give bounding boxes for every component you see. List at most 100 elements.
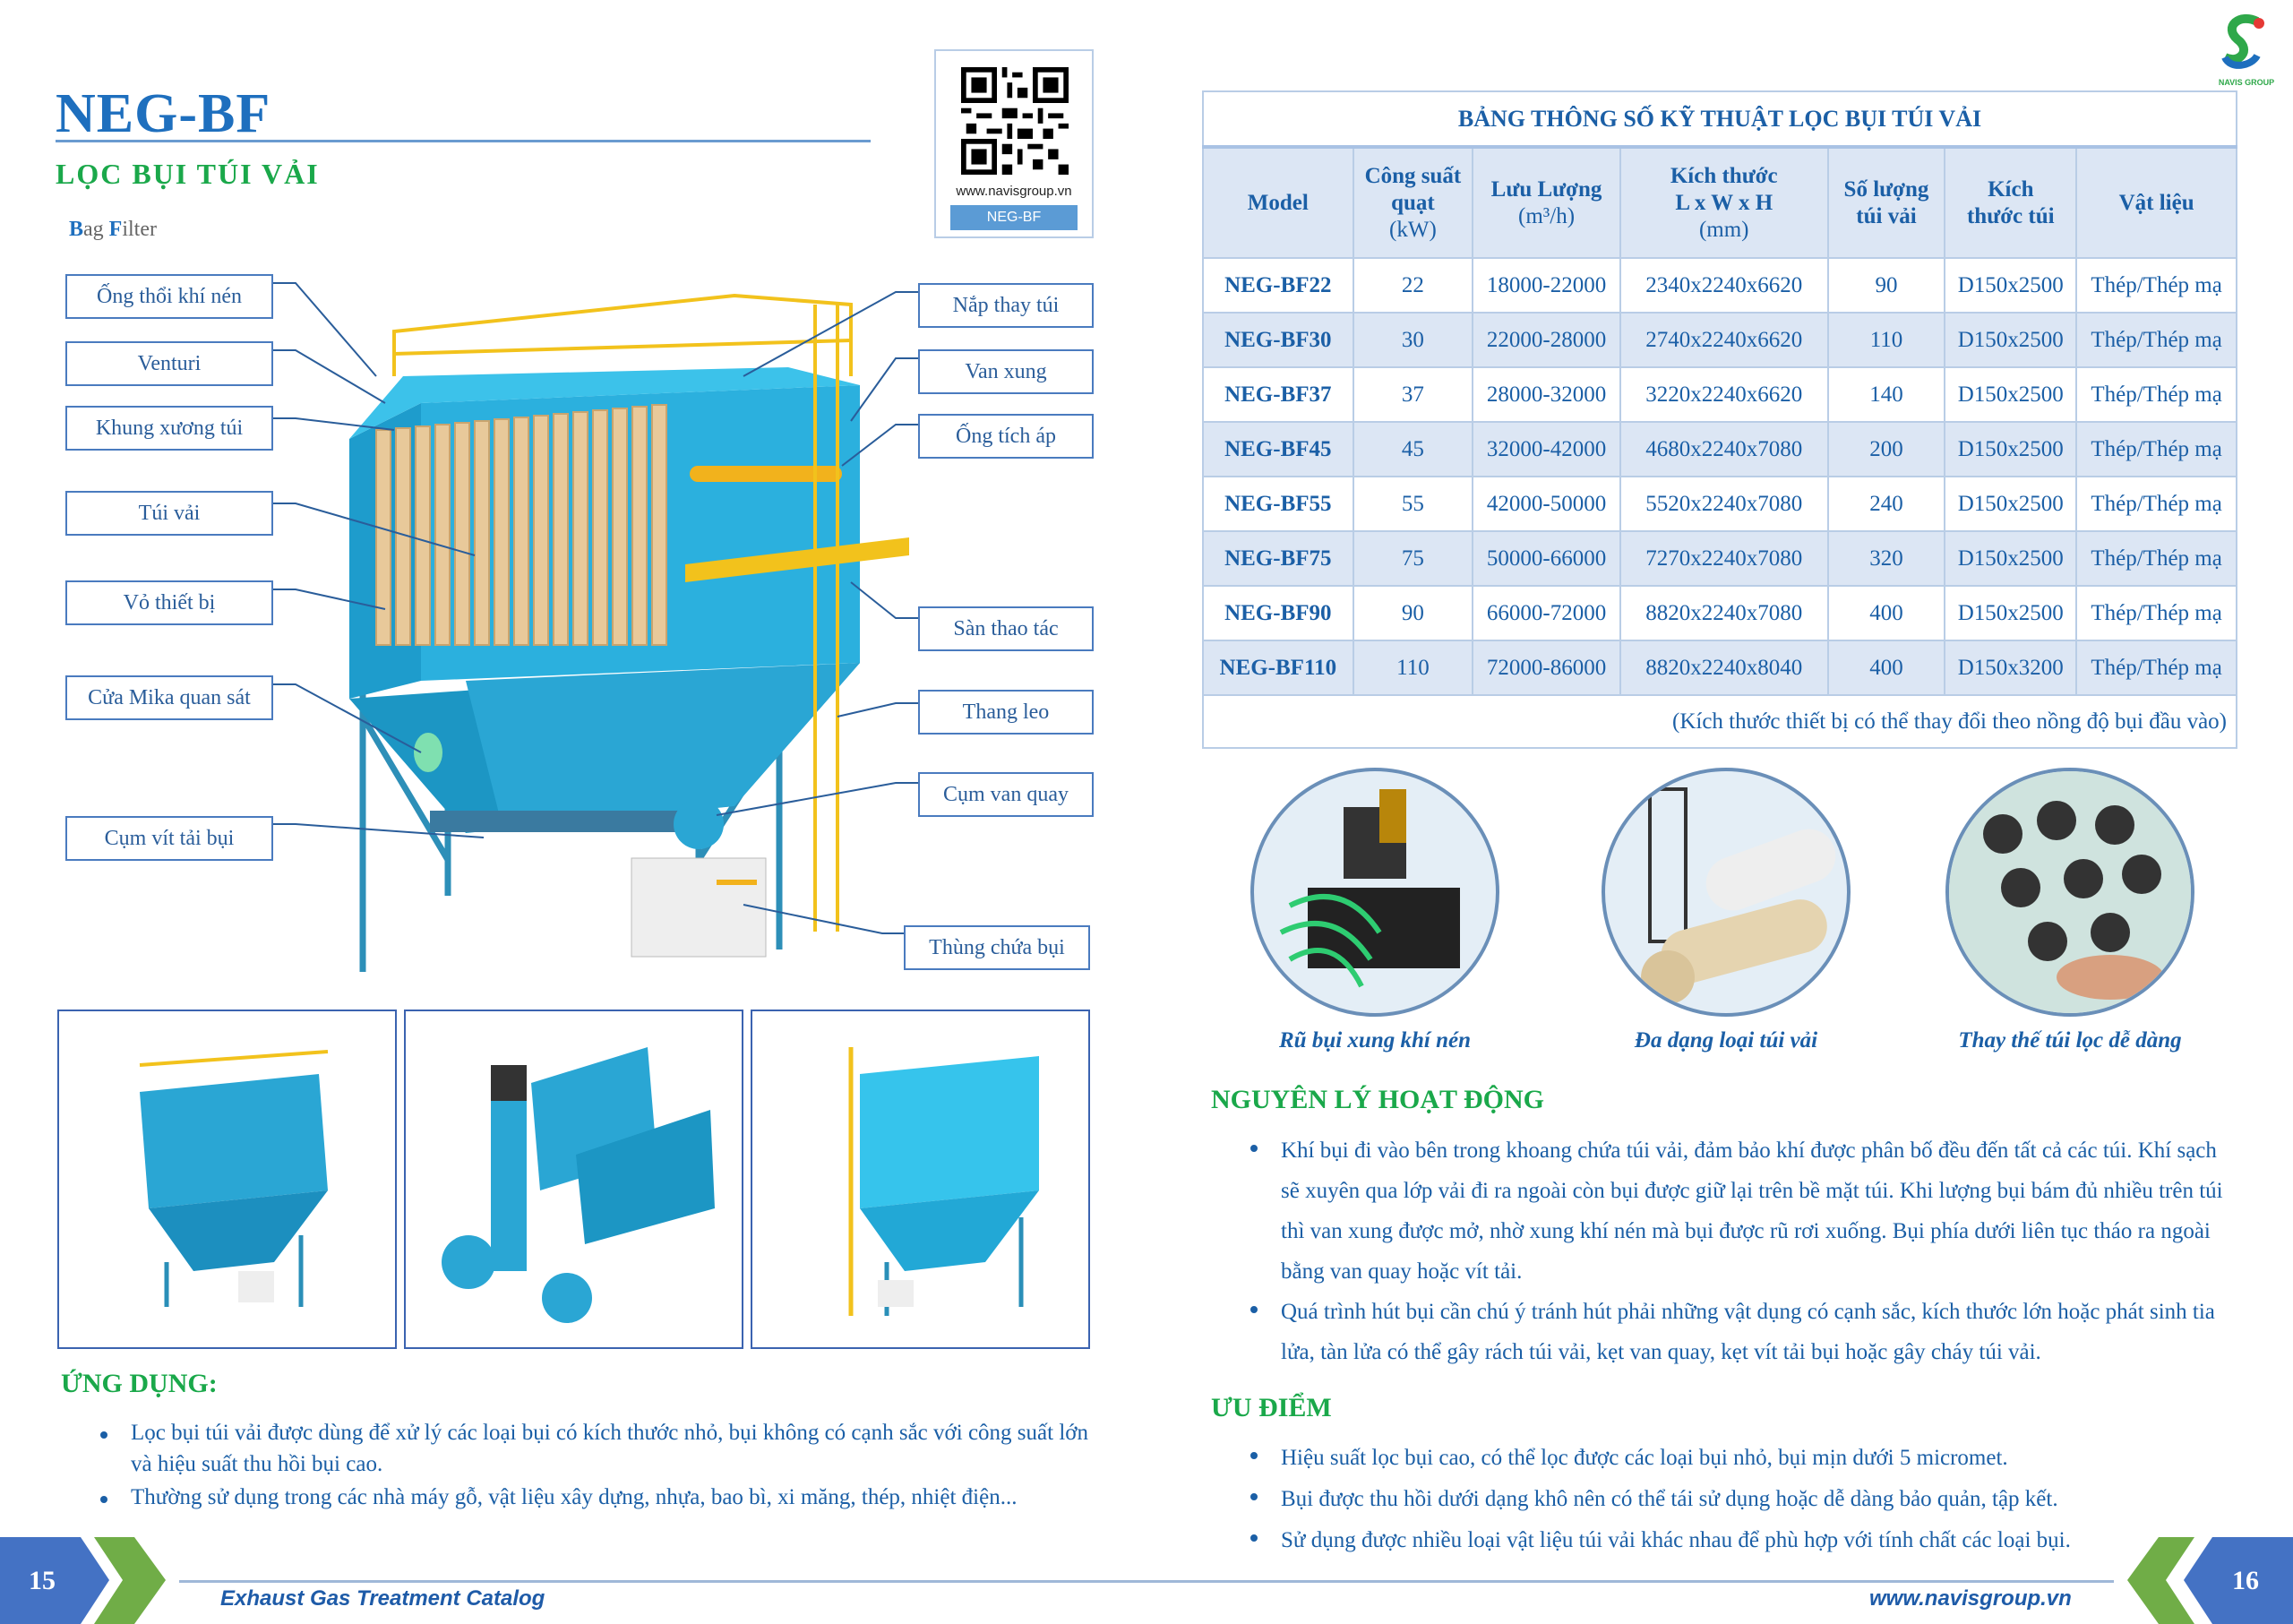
table-cell: 110 bbox=[1826, 312, 1946, 368]
table-cell: 30 bbox=[1352, 312, 1474, 368]
model-cell: NEG-BF45 bbox=[1202, 421, 1354, 477]
screw-conveyor bbox=[430, 811, 699, 832]
table-cell: 2340x2240x6620 bbox=[1619, 257, 1829, 314]
feature-image-replace bbox=[1945, 768, 2194, 1017]
column-header-line: quạt bbox=[1391, 190, 1435, 215]
application-item: Lọc bụi túi vải được dùng để xử lý các l… bbox=[100, 1417, 1095, 1480]
product-photo-1 bbox=[57, 1010, 397, 1349]
filter-bags bbox=[375, 404, 667, 646]
table-cell: 66000-72000 bbox=[1472, 585, 1621, 641]
model-cell: NEG-BF90 bbox=[1202, 585, 1354, 641]
bag-filter-render-icon bbox=[139, 1050, 329, 1307]
english-name: Bag Filter bbox=[69, 218, 157, 242]
feature-caption-bags: Đa dạng loại túi vải bbox=[1634, 1028, 1818, 1053]
table-cell: D150x2500 bbox=[1944, 257, 2078, 314]
product-title: NEG-BF bbox=[56, 83, 271, 144]
label-compressed-air-pipe: Ống thổi khí nén bbox=[65, 274, 273, 319]
table-cell: D150x2500 bbox=[1944, 421, 2078, 477]
column-header-line: túi vải bbox=[1856, 203, 1917, 228]
qr-code-icon bbox=[961, 67, 1069, 175]
advantages-list: Hiệu suất lọc bụi cao, có thể lọc được c… bbox=[1250, 1438, 2227, 1561]
model-cell: NEG-BF110 bbox=[1202, 640, 1354, 696]
table-cell: D150x2500 bbox=[1944, 366, 2078, 423]
bag-replacement-icon bbox=[1949, 771, 2191, 1013]
principle-item: Quá trình hút bụi cần chú ý tránh hút ph… bbox=[1250, 1292, 2227, 1372]
table-cell: 72000-86000 bbox=[1472, 640, 1621, 696]
column-header-line: Số lượng bbox=[1843, 176, 1929, 202]
qr-url[interactable]: www.navisgroup.vn bbox=[956, 184, 1072, 199]
column-header: Lưu Lượng(m³/h) bbox=[1472, 146, 1621, 259]
footer-divider bbox=[179, 1580, 2114, 1583]
table-cell: 7270x2240x7080 bbox=[1619, 530, 1829, 587]
table-cell: Thép/Thép mạ bbox=[2075, 312, 2237, 368]
table-cell: 32000-42000 bbox=[1472, 421, 1621, 477]
application-heading: ỨNG DỤNG: bbox=[61, 1369, 218, 1398]
application-list: Lọc bụi túi vải được dùng để xử lý các l… bbox=[100, 1417, 1095, 1513]
website-url[interactable]: www.navisgroup.vn bbox=[1869, 1586, 2072, 1611]
english-initial: B bbox=[69, 218, 84, 241]
table-cell: 4680x2240x7080 bbox=[1619, 421, 1829, 477]
header-pipe bbox=[690, 466, 842, 482]
table-cell: 28000-32000 bbox=[1472, 366, 1621, 423]
table-cell: 8820x2240x8040 bbox=[1619, 640, 1829, 696]
table-cell: 37 bbox=[1352, 366, 1474, 423]
pulse-valve-icon bbox=[1279, 789, 1460, 988]
table-cell: Thép/Thép mạ bbox=[2075, 585, 2237, 641]
english-part: ag bbox=[83, 218, 109, 241]
spec-table: BẢNG THÔNG SỐ KỸ THUẬT LỌC BỤI TÚI VẢI M… bbox=[1202, 90, 2237, 749]
label-air-header: Ống tích áp bbox=[918, 414, 1094, 459]
table-cell: D150x2500 bbox=[1944, 476, 2078, 532]
table-cell: 400 bbox=[1826, 640, 1946, 696]
table-cell: 3220x2240x6620 bbox=[1619, 366, 1829, 423]
english-initial: F bbox=[108, 218, 123, 241]
table-cell: 90 bbox=[1352, 585, 1474, 641]
feature-image-bags bbox=[1602, 768, 1851, 1017]
table-cell: 320 bbox=[1826, 530, 1946, 587]
advantage-item: Hiệu suất lọc bụi cao, có thể lọc được c… bbox=[1250, 1438, 2227, 1479]
model-cell: NEG-BF75 bbox=[1202, 530, 1354, 587]
model-cell: NEG-BF30 bbox=[1202, 312, 1354, 368]
bag-filter-side-render-icon bbox=[848, 1047, 1039, 1316]
catalog-name: Exhaust Gas Treatment Catalog bbox=[220, 1586, 545, 1611]
column-header-line: Vật liệu bbox=[2118, 190, 2194, 215]
table-cell: Thép/Thép mạ bbox=[2075, 530, 2237, 587]
table-cell: 5520x2240x7080 bbox=[1619, 476, 1829, 532]
table-cell: 240 bbox=[1826, 476, 1946, 532]
bag-filter-diagram bbox=[273, 282, 918, 972]
dual-bag-filter-render-icon bbox=[442, 1047, 715, 1323]
railing bbox=[392, 293, 853, 376]
table-cell: 50000-66000 bbox=[1472, 530, 1621, 587]
qr-card: www.navisgroup.vn NEG-BF bbox=[934, 49, 1094, 238]
table-note: (Kích thước thiết bị có thể thay đổi the… bbox=[1202, 694, 2237, 749]
filter-bags-icon bbox=[1641, 787, 1836, 1004]
ladder bbox=[813, 305, 839, 932]
advantage-item: Sử dụng được nhiều loại vật liệu túi vải… bbox=[1250, 1520, 2227, 1561]
label-dust-bin: Thùng chứa bụi bbox=[904, 925, 1090, 970]
label-housing: Vỏ thiết bị bbox=[65, 580, 273, 625]
principle-item: Khí bụi đi vào bên trong khoang chứa túi… bbox=[1250, 1130, 2227, 1292]
table-cell: D150x2500 bbox=[1944, 530, 2078, 587]
table-cell: 55 bbox=[1352, 476, 1474, 532]
label-venturi: Venturi bbox=[65, 341, 273, 386]
table-cell: 200 bbox=[1826, 421, 1946, 477]
principle-heading: NGUYÊN LÝ HOẠT ĐỘNG bbox=[1211, 1085, 1544, 1114]
table-cell: 8820x2240x7080 bbox=[1619, 585, 1829, 641]
housing-top bbox=[349, 367, 860, 439]
page-number-right: 16 bbox=[2232, 1566, 2259, 1595]
product-photo-2 bbox=[404, 1010, 743, 1349]
column-header-line: Kích bbox=[1988, 176, 2034, 202]
label-ladder: Thang leo bbox=[918, 690, 1094, 735]
principle-list: Khí bụi đi vào bên trong khoang chứa túi… bbox=[1250, 1130, 2227, 1372]
label-pulse-valve: Van xung bbox=[918, 349, 1094, 394]
column-header-line: Kích thước bbox=[1670, 163, 1778, 188]
